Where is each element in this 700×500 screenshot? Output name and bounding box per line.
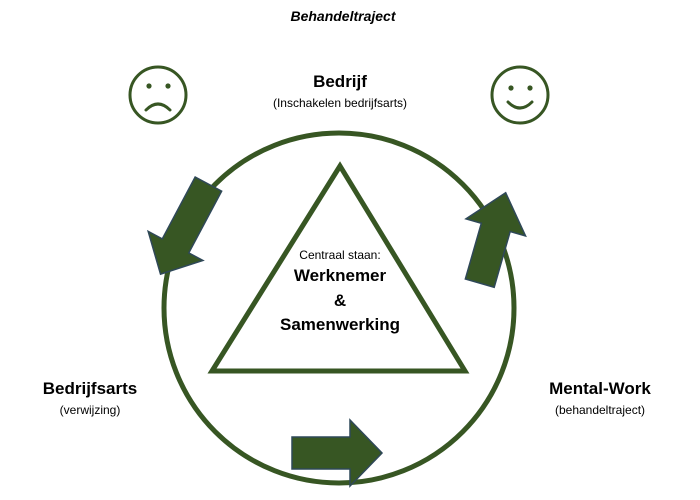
arrow-bedrijfsarts-to-mentalwork xyxy=(291,418,384,488)
node-bedrijfsarts-subtitle: (verwijzing) xyxy=(59,403,121,417)
central-triangle xyxy=(207,161,470,374)
node-bedrijf-title: Bedrijf xyxy=(313,72,367,91)
node-bedrijfsarts-title: Bedrijfsarts xyxy=(42,379,138,398)
node-bedrijf-subtitle: (Inschakelen bedrijfsarts) xyxy=(272,96,408,110)
arrow-mentalwork-to-bedrijf xyxy=(464,191,527,289)
arrow-bedrijf-to-bedrijfsarts xyxy=(146,176,223,276)
sad-face-icon xyxy=(128,65,188,125)
diagram-title: Behandeltraject xyxy=(290,8,396,24)
center-werknemer: Werknemer xyxy=(293,266,387,285)
happy-face-icon xyxy=(490,65,550,125)
node-mentalwork-title: Mental-Work xyxy=(549,379,651,398)
cycle-circle xyxy=(161,130,517,486)
center-label: Centraal staan: xyxy=(299,248,381,262)
node-mentalwork-subtitle: (behandeltraject) xyxy=(554,403,646,417)
center-samenwerking: Samenwerking xyxy=(280,315,400,334)
center-ampersand: & xyxy=(333,291,347,310)
